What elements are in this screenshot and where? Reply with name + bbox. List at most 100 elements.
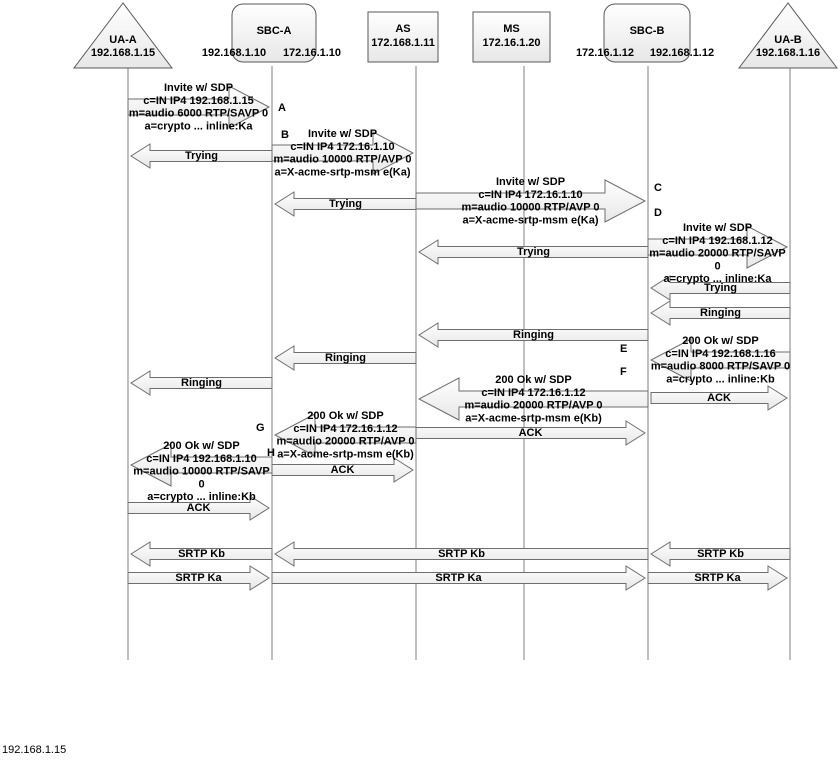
message-text-trying-as-sbc-a: Trying [329,198,362,210]
message-text-srtp-kb-sbc-b-sbc-a: SRTP Kb [438,548,485,560]
node-label-as: AS [395,23,410,35]
arrow-ack-sbc-a-as [271,457,414,483]
message-text-200ok-sbc-b-as: c=IN IP4 172.16.1.12 [481,387,585,399]
message-text-invite-sbc-b-ua-b: 0 [714,260,720,272]
message-text-trying-ua-b-sbc-b: Trying [704,282,737,294]
arrow-ringing-sbc-b-as [418,322,649,348]
message-text-200ok-sbc-b-as: m=audio 20000 RTP/AVP 0 [464,400,602,412]
step-label-H: H [267,447,275,459]
message-text-200ok-ua-b-sbc-b: m=audio 8000 RTP/SAVP 0 [651,361,790,373]
message-text-ringing-ua-b-sbc-b: Ringing [700,307,741,319]
step-label-G: G [256,422,265,434]
node-ua-a [72,2,174,69]
step-label-F: F [620,366,627,378]
message-text-ack-sbc-a-as: ACK [331,464,355,476]
node-address-sbc-a-left: 192.168.1.10 [202,47,266,59]
message-text-200ok-as-sbc-a: a=X-acme-srtp-msm e(Kb) [277,448,414,460]
message-text-invite-as-sbc-b: a=X-acme-srtp-msm e(Ka) [462,214,598,226]
message-text-ack-sbc-b-ua-b: ACK [707,392,731,404]
arrow-ringing-sbc-a-ua-a [130,370,273,396]
arrow-invite-sbc-b-ua-b [647,225,789,269]
message-text-ringing-sbc-b-as: Ringing [513,329,554,341]
message-text-200ok-sbc-a-ua-a: 0 [198,478,204,490]
message-text-ringing-sbc-a-ua-a: Ringing [181,377,222,389]
node-label-sbc-a: SBC-A [257,25,292,37]
node-ms [472,11,551,63]
message-text-200ok-ua-b-sbc-b: c=IN IP4 192.168.1.16 [665,348,775,360]
arrow-200ok-as-sbc-a [273,413,417,457]
message-text-200ok-as-sbc-a: 200 Ok w/ SDP [307,410,383,422]
message-text-200ok-sbc-b-as: a=X-acme-srtp-msm e(Kb) [465,412,602,424]
node-address-sbc-b-left: 172.16.1.12 [576,47,634,59]
node-ua-b [737,2,839,69]
message-text-invite-as-sbc-b: Invite w/ SDP [496,176,565,188]
node-label-sbc-b: SBC-B [630,25,665,37]
message-text-invite-ua-a-sbc-a: c=IN IP4 192.168.1.15 [143,95,253,107]
arrow-trying-as-sbc-a [274,191,417,217]
arrow-invite-as-sbc-b [415,179,647,223]
message-text-invite-sbc-a-as: m=audio 10000 RTP/AVP 0 [273,154,411,166]
arrow-200ok-sbc-b-as [417,377,649,421]
message-text-200ok-as-sbc-a: m=audio 20000 RTP/AVP 0 [276,436,414,448]
arrow-ringing-as-sbc-a [274,345,417,371]
message-text-invite-sbc-b-ua-b: a=crypto ... inline:Ka [664,273,773,285]
message-text-200ok-sbc-b-as: 200 Ok w/ SDP [495,374,571,386]
message-text-invite-ua-a-sbc-a: m=audio 6000 RTP/SAVP 0 [129,108,268,120]
arrow-srtp-kb-ua-b-sbc-b [650,541,791,567]
message-text-invite-as-sbc-b: m=audio 10000 RTP/AVP 0 [461,202,599,214]
message-text-trying-sbc-a-ua-a: Trying [185,150,218,162]
message-text-ack-ua-a-sbc-a: ACK [187,502,211,514]
message-text-invite-sbc-a-as: c=IN IP4 172.16.1.10 [290,141,394,153]
message-text-invite-ua-a-sbc-a: a=crypto ... inline:Ka [145,120,254,132]
arrow-trying-ua-b-sbc-b [650,275,791,301]
step-label-E: E [620,343,627,355]
node-address-sbc-b-right: 192.168.1.12 [650,47,714,59]
message-text-srtp-ka-ua-a-sbc-a: SRTP Ka [175,572,222,584]
message-text-200ok-sbc-a-ua-a: c=IN IP4 192.168.1.10 [146,453,256,465]
message-text-ringing-as-sbc-a: Ringing [325,352,366,364]
message-text-ack-as-sbc-b: ACK [519,427,543,439]
message-text-invite-sbc-b-ua-b: Invite w/ SDP [683,222,752,234]
message-text-invite-sbc-b-ua-b: c=IN IP4 192.168.1.12 [662,235,772,247]
message-text-200ok-ua-b-sbc-b: 200 Ok w/ SDP [682,335,758,347]
message-text-trying-sbc-b-as: Trying [517,246,550,258]
node-sbc-a [231,3,317,63]
node-label-ua-a: UA-A [109,34,137,46]
message-text-invite-sbc-a-as: Invite w/ SDP [308,128,377,140]
arrow-ringing-ua-b-sbc-b [650,300,791,326]
arrow-200ok-sbc-a-ua-a [129,443,273,487]
arrow-invite-ua-a-sbc-a [127,85,271,129]
message-text-srtp-kb-ua-b-sbc-b: SRTP Kb [697,548,744,560]
message-text-srtp-kb-sbc-a-ua-a: SRTP Kb [178,548,225,560]
node-sbc-b [603,3,691,63]
arrow-srtp-ka-sbc-b-ua-b [647,565,788,591]
arrow-ack-sbc-b-ua-b [650,385,788,411]
message-text-200ok-sbc-a-ua-a: 200 Ok w/ SDP [163,440,239,452]
message-text-200ok-sbc-a-ua-a: m=audio 10000 RTP/SAVP [133,466,269,478]
arrow-ack-ua-a-sbc-a [127,495,270,521]
message-text-200ok-as-sbc-a: c=IN IP4 172.16.1.12 [293,423,397,435]
message-text-srtp-ka-sbc-b-ua-b: SRTP Ka [694,572,741,584]
node-address-ua-a: 192.168.1.15 [91,47,155,59]
message-text-200ok-ua-b-sbc-b: a=crypto ... inline:Kb [666,373,775,385]
message-text-invite-sbc-a-as: a=X-acme-srtp-msm e(Ka) [274,166,410,178]
step-label-B: B [281,129,289,141]
arrow-srtp-kb-sbc-a-ua-a [130,541,273,567]
step-label-A: A [278,102,286,114]
step-label-C: C [654,182,662,194]
node-address-as: 172.168.1.11 [371,37,435,49]
node-as [367,11,439,63]
node-address-ua-b: 192.168.1.16 [756,47,820,59]
node-label-ms: MS [503,23,520,35]
caption-text: 192.168.1.15 [2,744,67,756]
node-address-ms: 172.16.1.20 [482,37,540,49]
arrow-invite-sbc-a-as [271,131,415,175]
message-text-200ok-sbc-a-ua-a: a=crypto ... inline:Kb [147,491,256,503]
node-address-sbc-a-right: 172.16.1.10 [283,47,341,59]
arrow-srtp-ka-ua-a-sbc-a [127,565,270,591]
arrow-trying-sbc-b-as [418,239,649,265]
step-label-D: D [654,207,662,219]
arrow-srtp-kb-sbc-b-sbc-a [274,541,649,567]
